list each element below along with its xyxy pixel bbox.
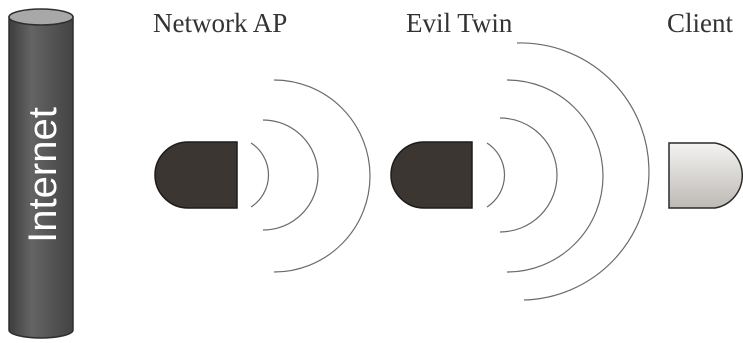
evil-twin-device-icon: [390, 141, 473, 209]
client-label: Client: [667, 8, 733, 38]
evil-twin-label: Evil Twin: [406, 8, 513, 38]
network-ap-label: Network AP: [153, 8, 288, 38]
network-ap-waves-icon: [250, 79, 371, 273]
internet-label: Internet: [21, 107, 65, 243]
internet-cylinder-icon: Internet: [8, 8, 74, 339]
evil-twin-waves-icon: [486, 42, 650, 301]
client-device-icon: [668, 142, 743, 209]
network-ap-device-icon: [154, 141, 238, 209]
